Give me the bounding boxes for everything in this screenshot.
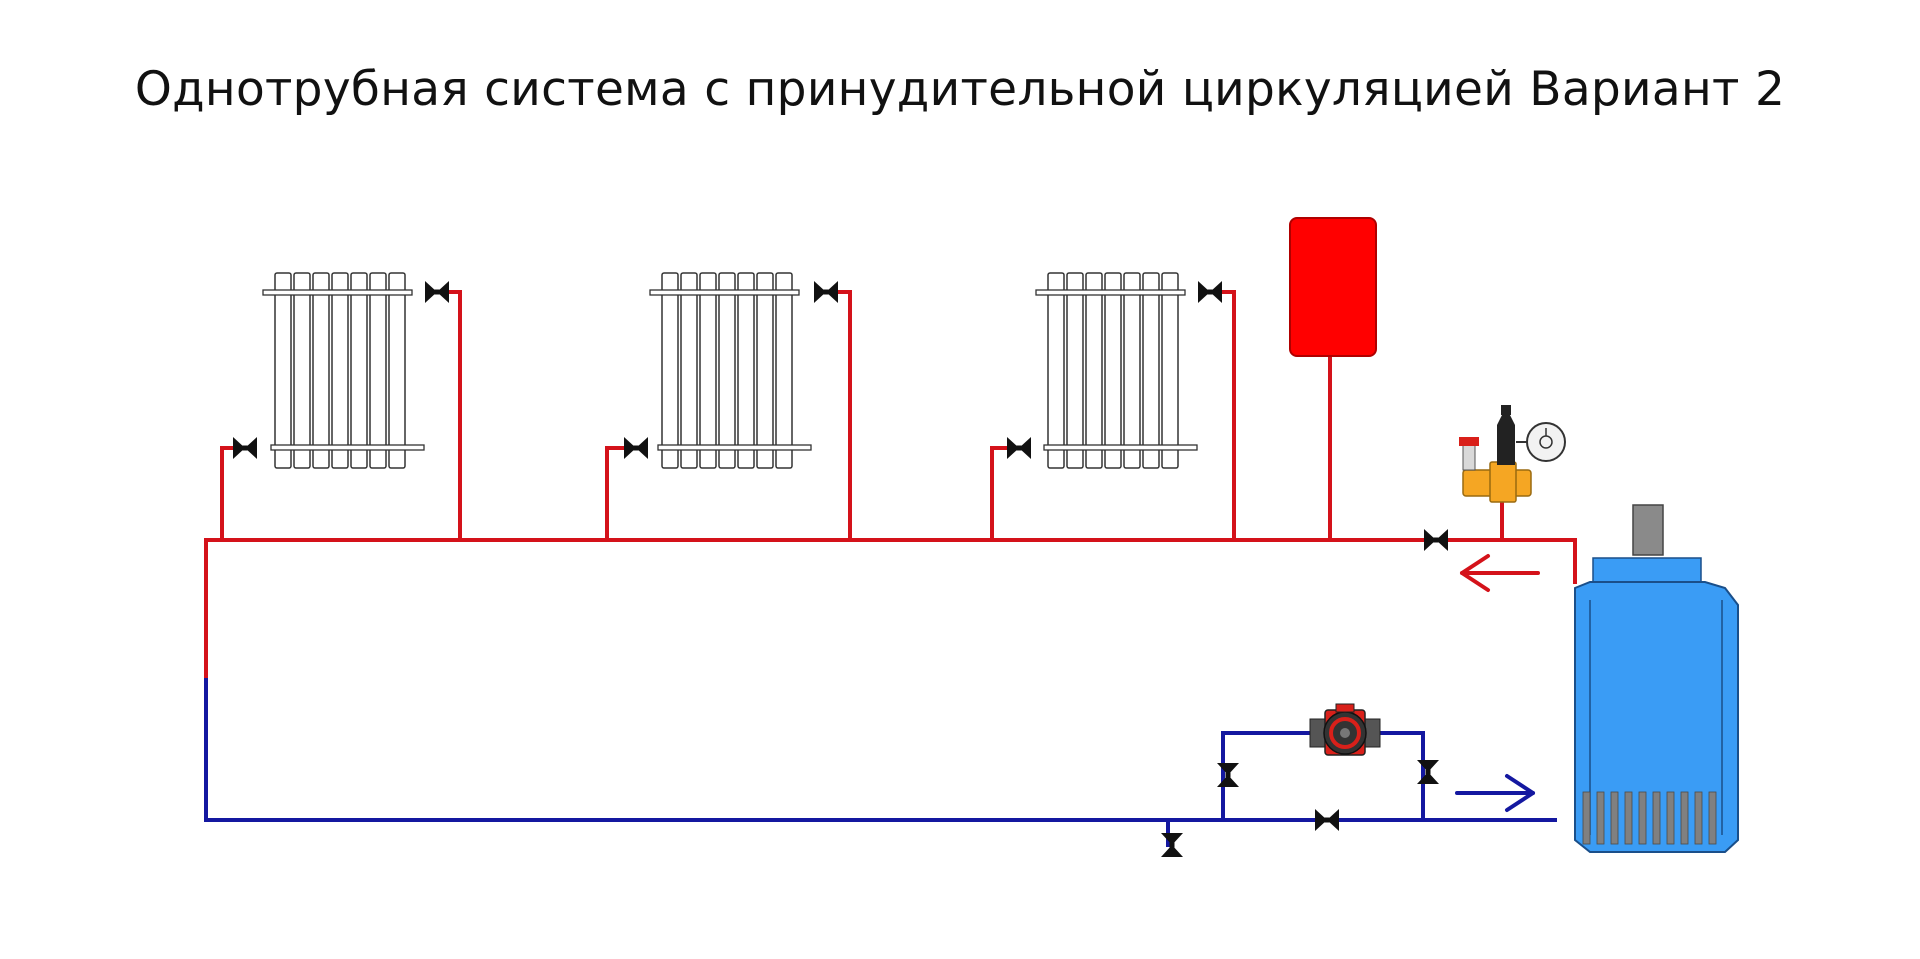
valve-icon[interactable] bbox=[425, 281, 449, 303]
radiator-3-outlet-pipe bbox=[1216, 290, 1236, 542]
radiator-1-outlet-pipe bbox=[443, 290, 462, 542]
radiator-3-inlet-pipe bbox=[990, 446, 1017, 542]
safety-group-icon bbox=[1459, 405, 1566, 503]
valve-icon[interactable] bbox=[1007, 437, 1031, 459]
radiators bbox=[262, 272, 1198, 469]
valve-icon[interactable] bbox=[814, 281, 838, 303]
valve-icon[interactable] bbox=[1424, 529, 1448, 551]
arrow-right-icon bbox=[1455, 774, 1535, 812]
arrow-left-icon bbox=[1460, 554, 1540, 592]
boiler-icon bbox=[1574, 504, 1739, 853]
diagram-title: Однотрубная система с принудительной цир… bbox=[134, 62, 1786, 117]
valves bbox=[233, 281, 1448, 857]
valve-icon[interactable] bbox=[1198, 281, 1222, 303]
expansion-tank-icon bbox=[1289, 217, 1377, 357]
valve-icon[interactable] bbox=[1161, 833, 1183, 857]
boiler-grille bbox=[1582, 791, 1717, 845]
circulation-pump-icon bbox=[1309, 703, 1381, 756]
radiator-1-inlet-pipe bbox=[220, 446, 247, 542]
radiator-icon bbox=[1035, 272, 1198, 469]
radiator-2-outlet-pipe bbox=[831, 290, 852, 542]
valve-icon[interactable] bbox=[624, 437, 648, 459]
valve-icon[interactable] bbox=[1217, 763, 1239, 787]
radiator-2-inlet-pipe bbox=[605, 446, 632, 542]
valve-icon[interactable] bbox=[1315, 809, 1339, 831]
valve-icon[interactable] bbox=[1417, 760, 1439, 784]
valve-icon[interactable] bbox=[233, 437, 257, 459]
radiator-icon bbox=[649, 272, 812, 469]
radiator-icon bbox=[262, 272, 425, 469]
supply-pipes bbox=[204, 290, 1577, 682]
